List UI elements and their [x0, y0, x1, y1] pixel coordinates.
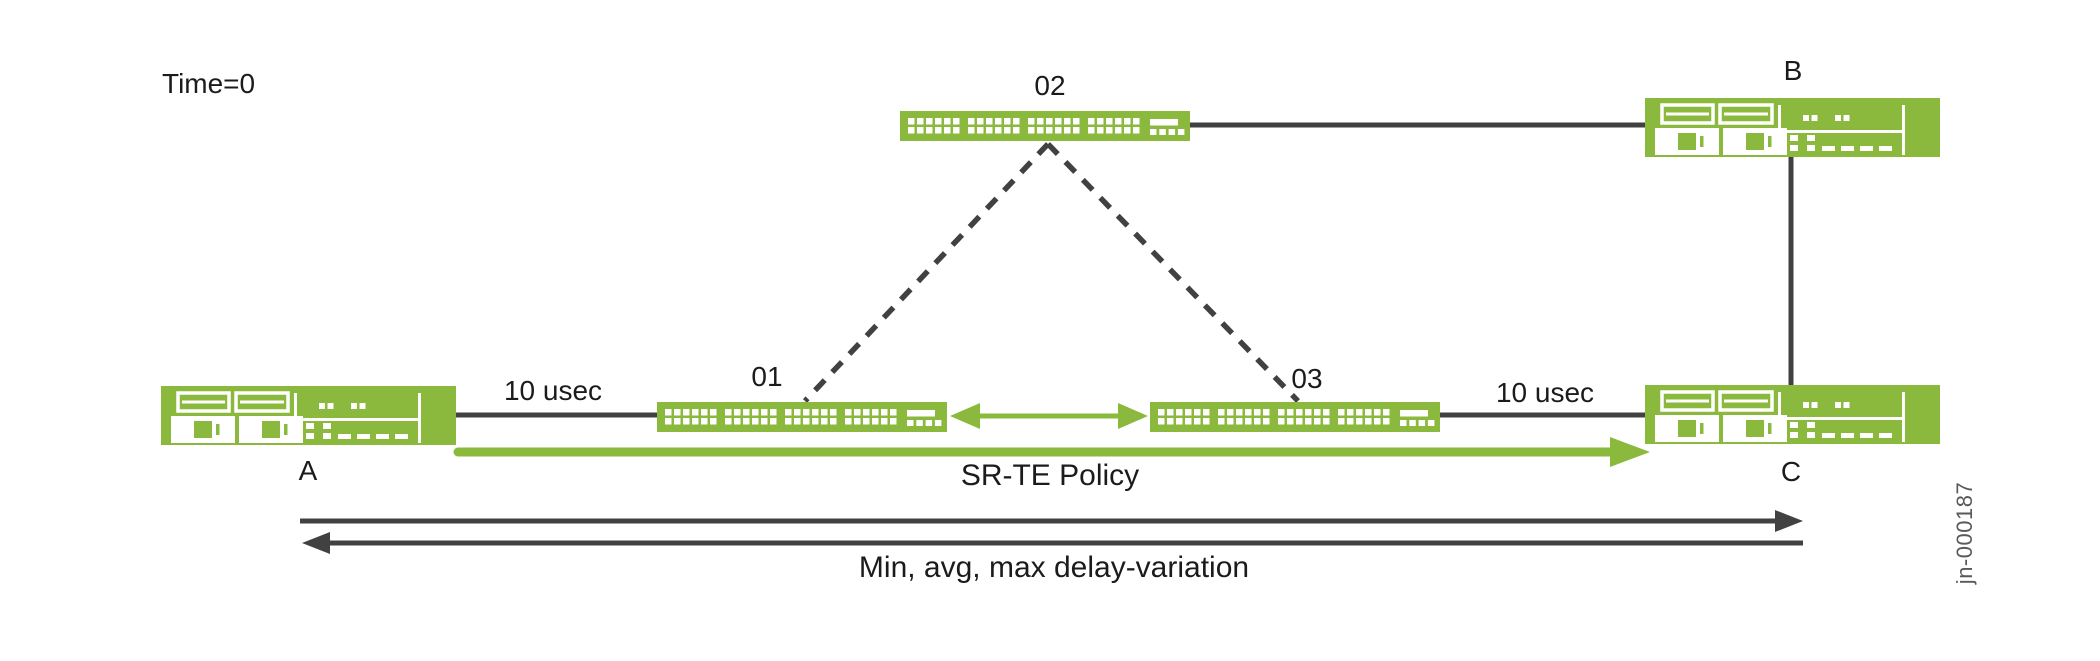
router-b-label: B: [1783, 55, 1803, 86]
router-b-icon: [1643, 96, 1942, 159]
srte-policy-label: SR-TE Policy: [960, 459, 1140, 492]
switch-03-icon: [1150, 402, 1440, 432]
switch-02-label: 02: [1034, 70, 1066, 101]
delay-variation-label: Min, avg, max delay-variation: [858, 551, 1250, 584]
switch-01-label: 01: [751, 361, 783, 392]
router-c-icon: [1643, 383, 1942, 446]
switch-02-icon: [900, 111, 1190, 141]
delay-label-left: 10 usec: [503, 375, 603, 406]
figure-id-label: jn-000187: [1952, 481, 1977, 585]
router-a-label: A: [298, 455, 318, 486]
srte-policy-arrow: [453, 437, 1650, 467]
measurement-arrow-left: [302, 532, 1803, 554]
dashed-link-02-03: [1046, 142, 1300, 403]
switch-01-icon: [657, 402, 947, 432]
bidirectional-arrow-01-03: [950, 403, 1148, 429]
switch-03-label: 03: [1291, 363, 1323, 394]
dashed-link-02-01: [803, 142, 1050, 403]
delay-label-right: 10 usec: [1495, 377, 1595, 408]
time-label: Time=0: [162, 68, 256, 99]
router-c-label: C: [1780, 456, 1802, 487]
router-a-icon: [159, 384, 458, 447]
measurement-arrow-right: [300, 510, 1803, 532]
